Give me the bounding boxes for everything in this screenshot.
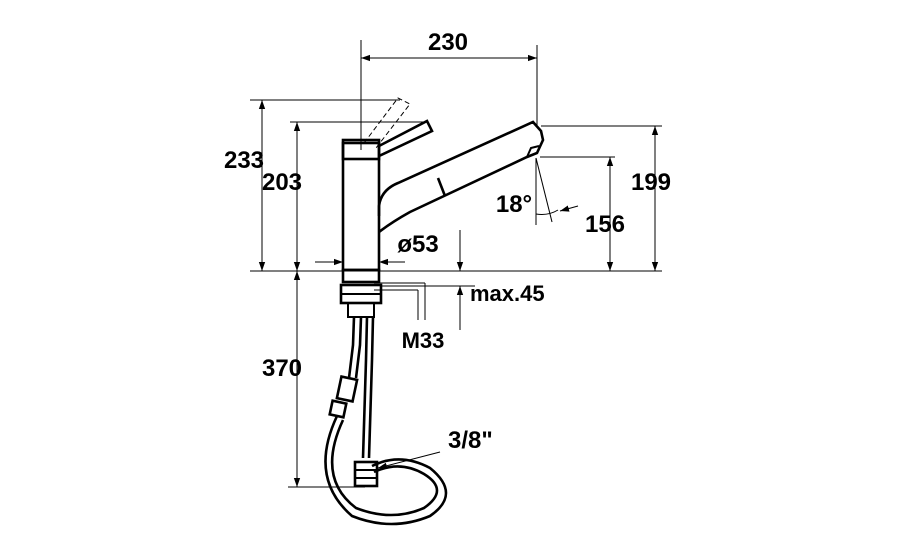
dim-label-m33: M33 (402, 328, 445, 353)
dim-label-233: 233 (224, 147, 264, 174)
thread-shank (347, 302, 375, 318)
dim-label-230: 230 (428, 29, 468, 56)
supply-hoses (324, 316, 448, 526)
dim-label-156: 156 (585, 211, 625, 238)
dim-label-199: 199 (631, 169, 671, 196)
spout-tip (526, 145, 540, 158)
dim-230: 230 (361, 29, 538, 128)
connector-3-8 (353, 460, 379, 488)
hose-loop (324, 415, 448, 526)
dim-label-3-8: 3/8" (448, 427, 493, 454)
dim-m33: M33 (374, 282, 445, 353)
base-flange (341, 268, 381, 284)
dim-angle-18: 18° (496, 157, 579, 225)
dim-203: 203 (262, 121, 425, 271)
dim-diameter-53: ø53 (315, 231, 439, 266)
dim-label-370: 370 (262, 355, 302, 382)
dim-label-18: 18° (496, 191, 532, 218)
supply-pipe (361, 316, 369, 459)
lever-raised-position (363, 97, 411, 149)
spout (377, 120, 545, 234)
hose-coupling (335, 375, 359, 403)
dim-label-max-45: max.45 (470, 281, 545, 306)
spout-joint (436, 177, 447, 197)
dim-max-45: max.45 (381, 230, 545, 330)
lever-handle (378, 119, 434, 158)
dim-370: 370 (262, 271, 365, 488)
dim-label-203: 203 (262, 169, 302, 196)
dim-connection-3-8: 3/8" (377, 427, 493, 469)
dim-label-53: ø53 (397, 231, 438, 258)
dim-199: 199 (541, 125, 671, 271)
dim-156: 156 (540, 156, 625, 271)
dim-233: 233 (224, 99, 400, 271)
